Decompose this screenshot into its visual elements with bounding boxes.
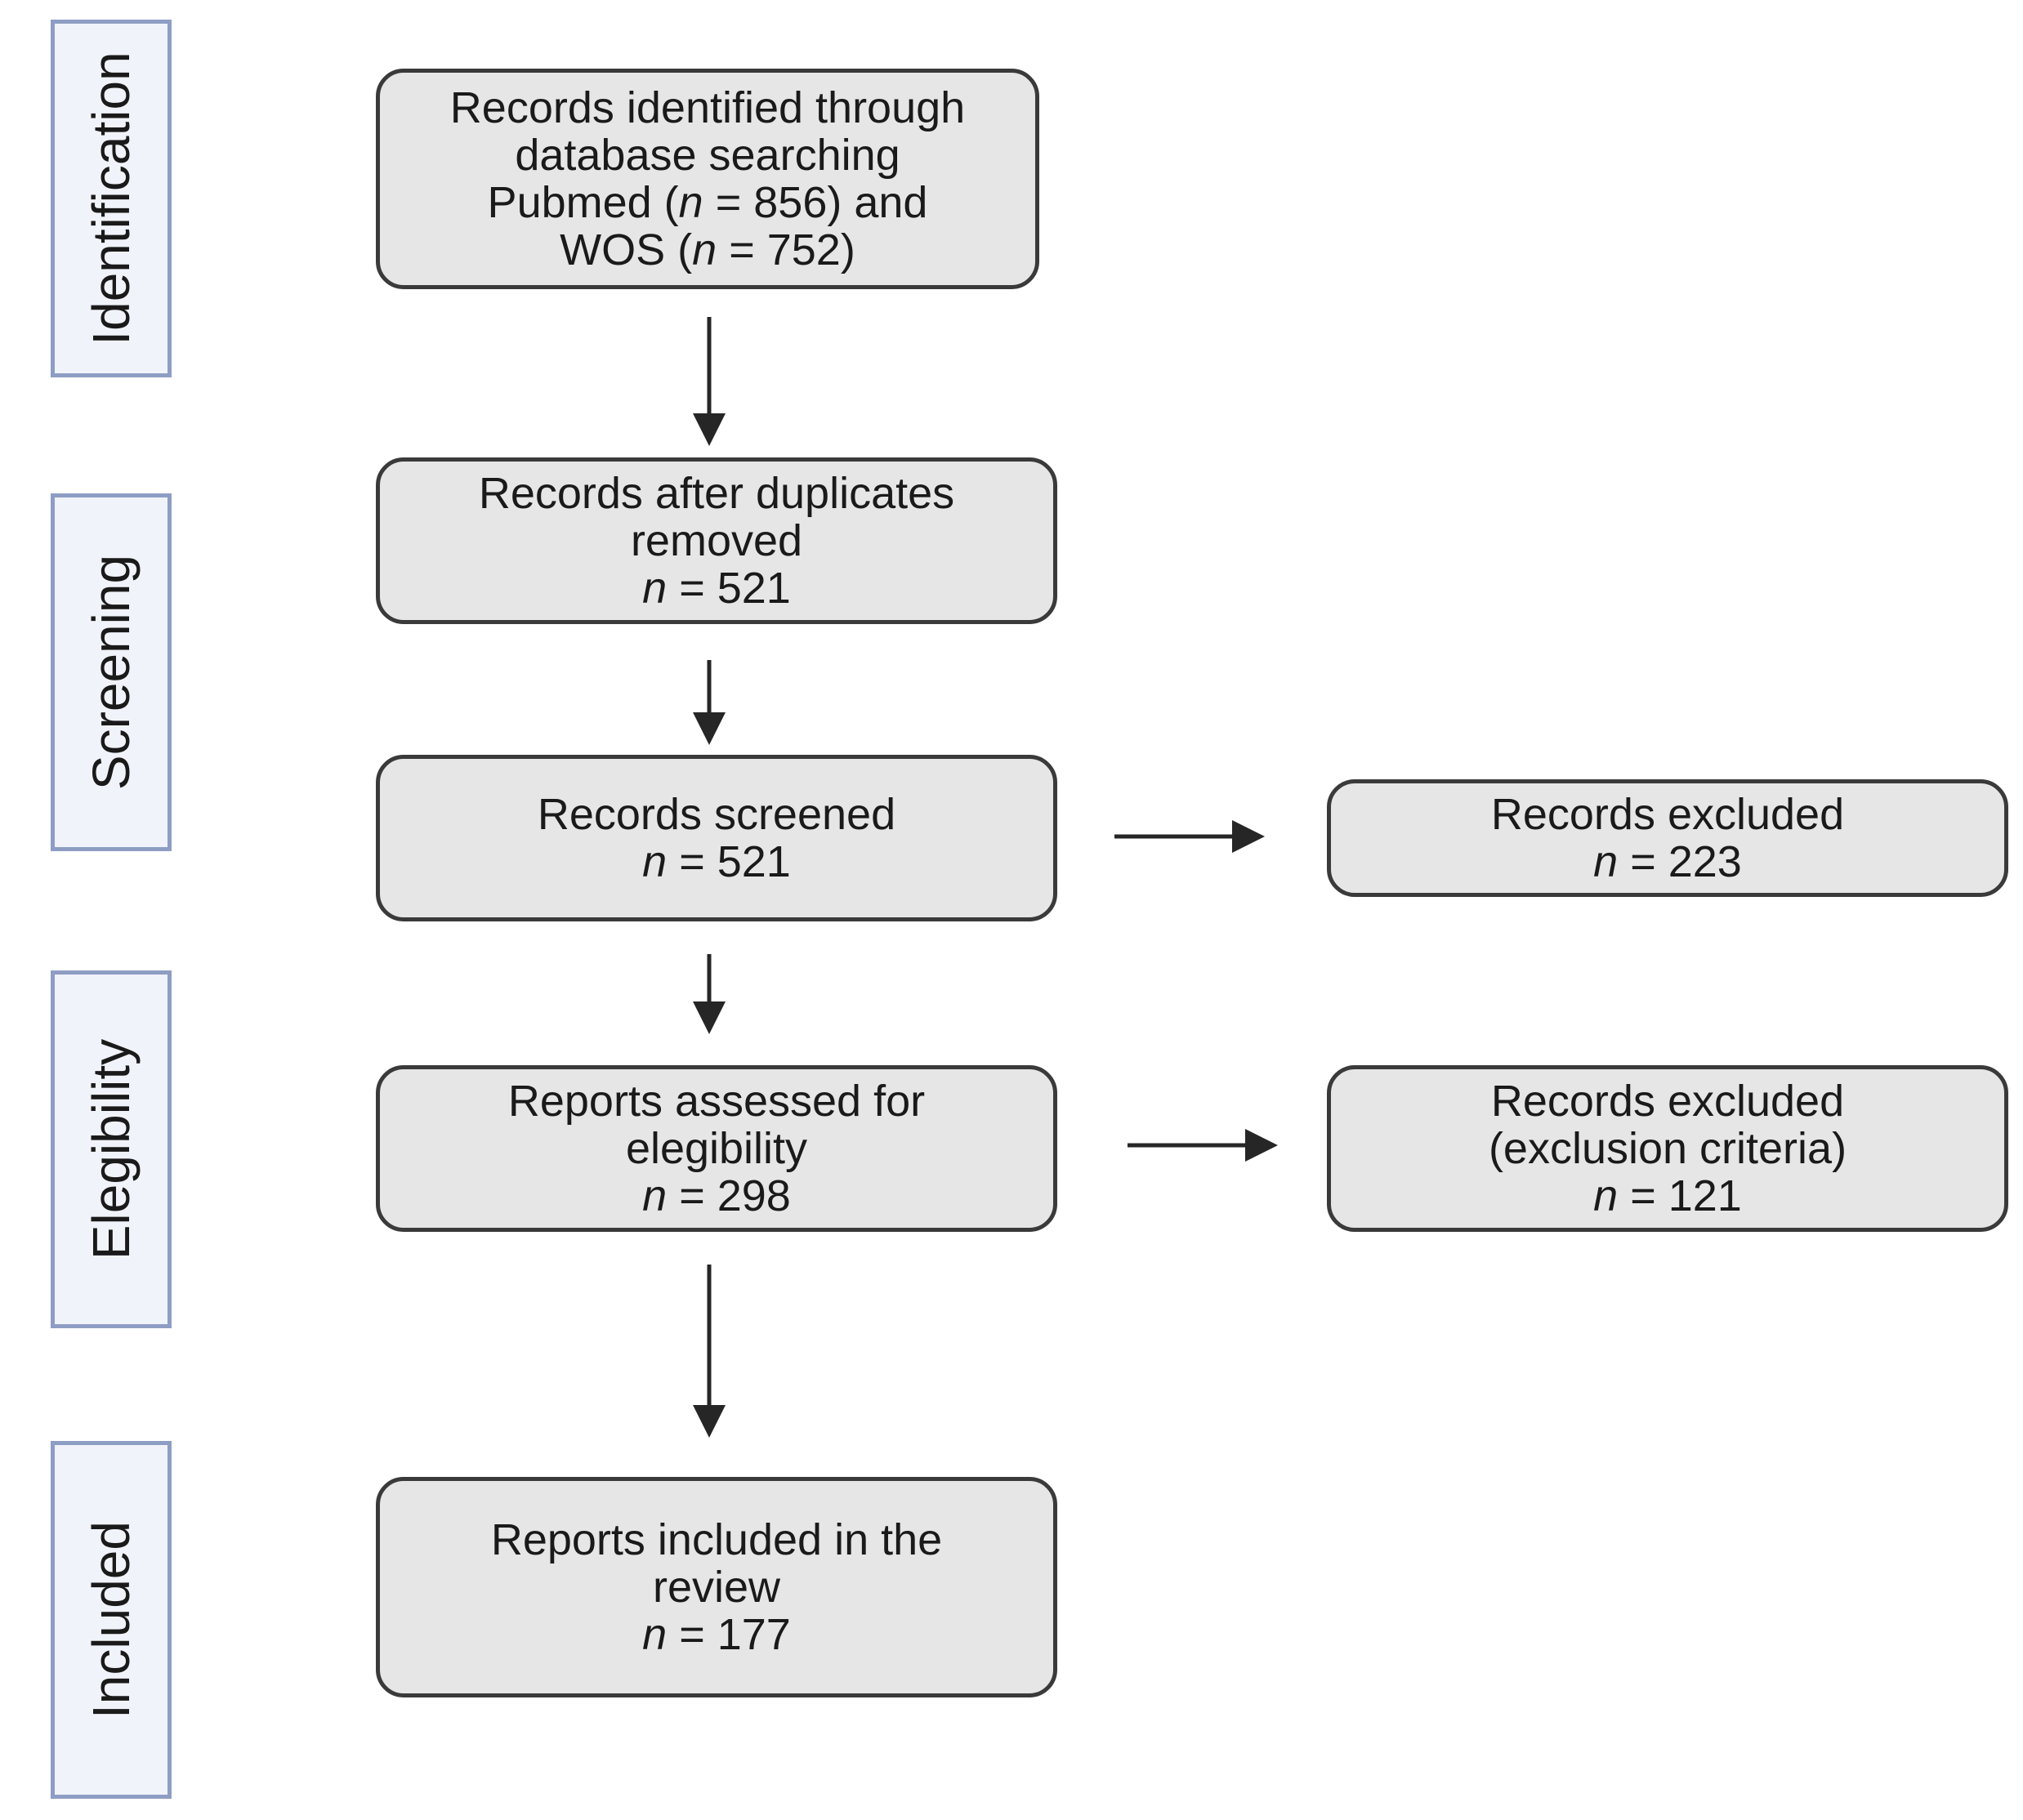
box-duplicates-removed: Records after duplicates removed n = 521 [376,457,1057,624]
box-records-excluded-screening: Records excluded n = 223 [1327,779,2008,897]
reports-assessed-line1: Reports assessed for [507,1077,926,1126]
arrowhead-screened-to-excluded [1232,820,1265,853]
records-excluded-eligibility-line1: Records excluded [1490,1077,1845,1126]
duplicates-removed-line2: removed [630,516,803,565]
arrowhead-assessed-to-included [693,1405,726,1438]
records-identified-pubmed: Pubmed (n = 856) and [487,178,928,227]
stage-identification: Identification [51,20,172,377]
reports-included-line1: Reports included in the [490,1515,943,1564]
box-records-identified: Records identified through database sear… [376,69,1039,289]
stage-screening: Screening [51,493,172,851]
reports-assessed-line2: elegibility [625,1124,808,1173]
arrowhead-assessed-to-excluded [1245,1129,1278,1162]
stage-included: Included [51,1441,172,1799]
records-excluded-eligibility-line2: (exclusion criteria) [1488,1124,1847,1173]
records-identified-line1: Records identified through [449,83,966,132]
duplicates-removed-count: n = 521 [642,564,791,613]
arrowhead-identified-to-duplicates [693,413,726,446]
arrowhead-duplicates-to-screened [693,712,726,745]
reports-included-count: n = 177 [642,1610,791,1659]
stage-elegibility: Elegibility [51,970,172,1328]
records-excluded-screening-line1: Records excluded [1490,790,1845,839]
reports-assessed-count: n = 298 [642,1171,791,1220]
box-reports-included: Reports included in the review n = 177 [376,1477,1057,1697]
records-screened-count: n = 521 [642,837,791,886]
box-records-excluded-eligibility: Records excluded (exclusion criteria) n … [1327,1065,2008,1232]
arrowhead-screened-to-assessed [693,1001,726,1034]
box-reports-assessed: Reports assessed for elegibility n = 298 [376,1065,1057,1232]
records-screened-line1: Records screened [537,790,896,839]
duplicates-removed-line1: Records after duplicates [478,469,955,518]
records-excluded-screening-count: n = 223 [1593,837,1742,886]
reports-included-line2: review [652,1563,781,1612]
box-records-screened: Records screened n = 521 [376,755,1057,921]
records-identified-line2: database searching [515,131,900,180]
records-identified-wos: WOS (n = 752) [560,225,855,274]
records-excluded-eligibility-count: n = 121 [1593,1171,1742,1220]
